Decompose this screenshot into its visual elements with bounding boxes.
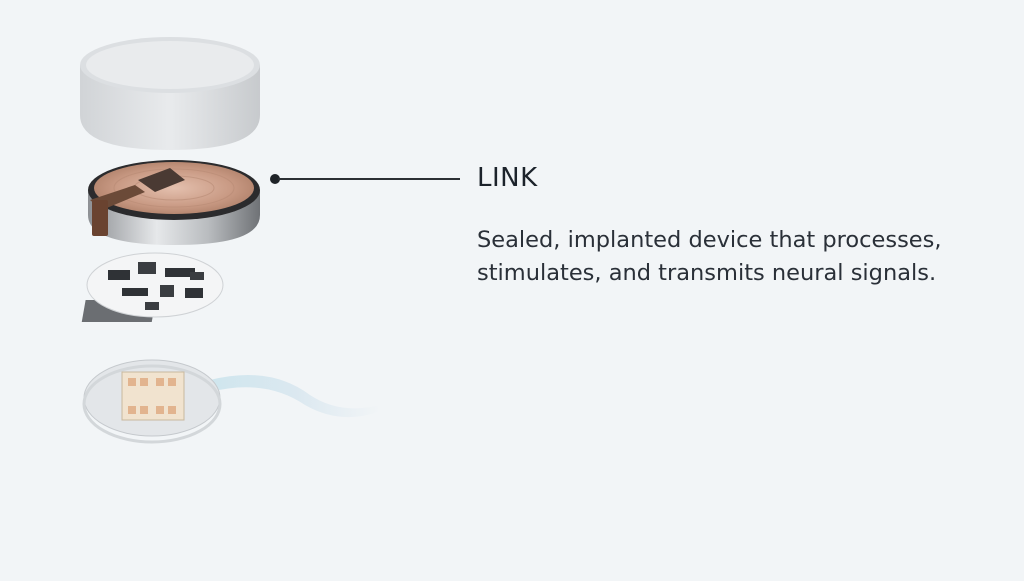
- feature-description: Sealed, implanted device that processes,…: [477, 227, 942, 286]
- callout-line: [278, 178, 460, 180]
- feature-title: LINK: [477, 163, 538, 193]
- link-device-exploded-view: [60, 20, 400, 450]
- battery-coil: [88, 160, 260, 245]
- enclosure-cap: [80, 37, 260, 150]
- callout-dot: [270, 174, 280, 184]
- thread-interface: [82, 359, 380, 444]
- chip-icon: [138, 168, 185, 192]
- circuit-board: [81, 252, 224, 322]
